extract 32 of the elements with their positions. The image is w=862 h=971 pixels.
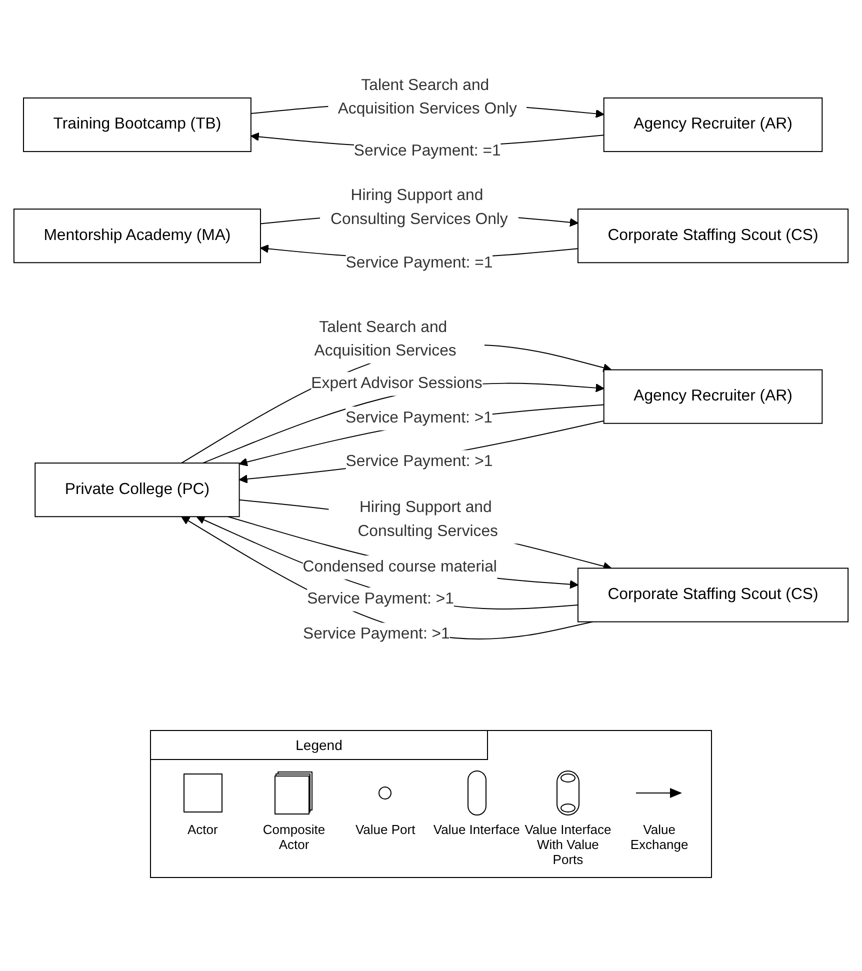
legend-label: Actor: [187, 822, 218, 837]
edge-label: Service Payment: >1: [307, 590, 454, 608]
arrow: [227, 516, 578, 589]
edge-label: Talent Search and Acquisition Services: [314, 318, 456, 360]
edge-label: Service Payment: =1: [346, 254, 493, 272]
edge-label: Condensed course material: [302, 558, 497, 576]
edge-label: Service Payment: =1: [354, 142, 501, 160]
edge-label: Expert Advisor Sessions: [311, 374, 482, 392]
legend-title: Legend: [151, 731, 488, 760]
arrow: [238, 404, 604, 466]
node-box: Agency Recruiter (AR): [603, 369, 823, 424]
edge-label: Talent Search and Acquisition Services Only: [338, 76, 517, 118]
legend-label: Value Interface: [433, 822, 520, 837]
arrow: [202, 382, 604, 464]
arrow: [196, 516, 578, 610]
edge-label: Service Payment: >1: [302, 625, 450, 642]
node-box: Private College (PC): [34, 462, 240, 517]
legend-label: Composite Actor: [262, 822, 326, 852]
node-box: Agency Recruiter (AR): [603, 97, 823, 152]
node-box: Mentorship Academy (MA): [13, 208, 261, 263]
node-box: Training Bootcamp (TB): [23, 97, 252, 152]
edge-label: Hiring Support and Consulting Services Only: [330, 187, 508, 228]
edge-label: Service Payment: >1: [346, 409, 492, 426]
node-box: Corporate Staffing Scout (CS): [577, 208, 849, 263]
edge-label: Service Payment: >1: [346, 452, 493, 470]
legend-label: Value Exchange: [629, 822, 690, 852]
edge-label: Hiring Support and Consulting Services: [358, 498, 498, 540]
node-box: Corporate Staffing Scout (CS): [577, 568, 849, 622]
legend-label: Value Port: [355, 822, 416, 837]
legend-label: Value Interface With Value Ports: [524, 822, 612, 867]
arrow: [238, 420, 604, 484]
arrow: [181, 344, 612, 464]
